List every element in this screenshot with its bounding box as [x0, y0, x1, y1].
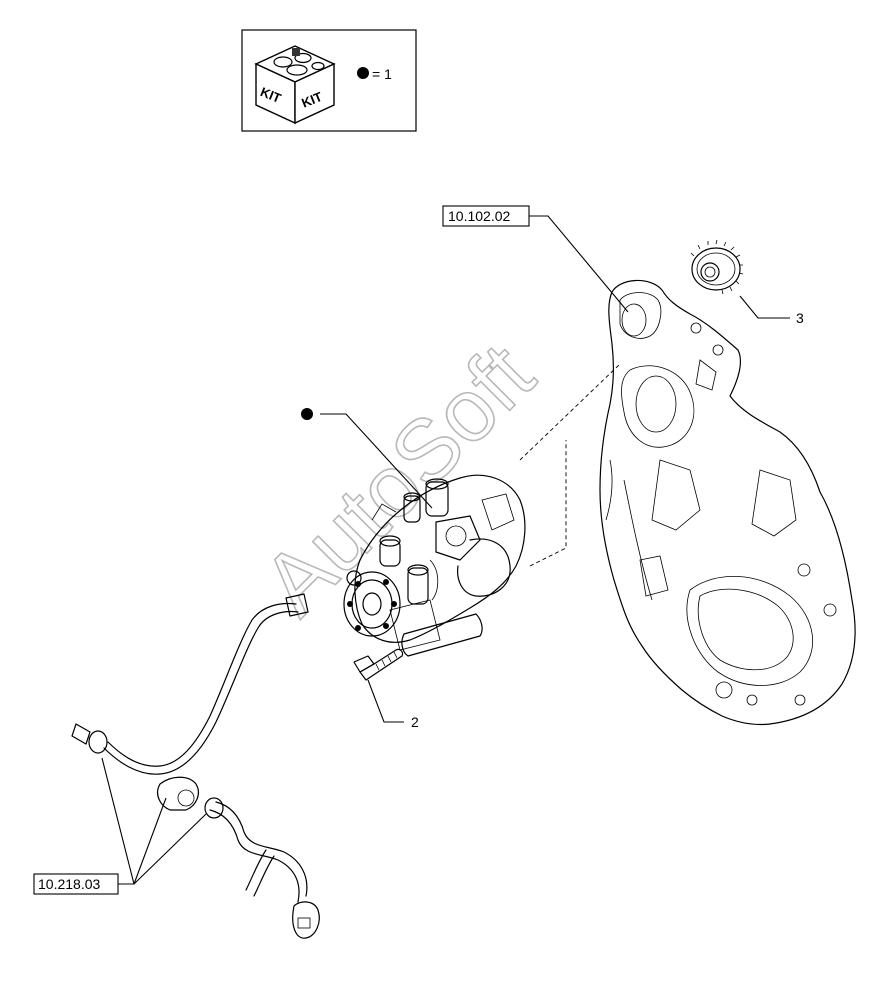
leader-ref-top: [529, 215, 629, 313]
kit-equals-text: = 1: [372, 66, 392, 82]
watermark: AutoSoft: [243, 325, 552, 634]
screw-part: [353, 648, 404, 681]
reference-10-102-02[interactable]: 10.102.02: [442, 205, 530, 227]
leader-ref-bottom-1: [101, 757, 135, 885]
kit-label-right: KIT: [299, 89, 324, 111]
leader-kit-dot: [320, 413, 433, 509]
kit-legend: KIT KIT = 1: [241, 29, 417, 132]
alignment-line-lower: [529, 440, 567, 567]
alignment-line-upper: [519, 363, 621, 461]
kit-box-icon: KIT KIT: [254, 45, 336, 125]
leader-ref-bottom-2: [133, 797, 167, 885]
callout-item-3: 3: [796, 310, 804, 326]
kit-marker-dot-icon: [357, 67, 369, 79]
leader-item-3: [739, 295, 790, 319]
injection-pump: [343, 474, 526, 657]
leader-item-2: [367, 679, 404, 723]
ref-top-label: 10.102.02: [448, 208, 510, 224]
fuel-pipes: [71, 593, 320, 939]
callout-item-2: 2: [411, 714, 419, 730]
leader-ref-bottom-3: [133, 813, 207, 885]
ref-bottom-label: 10.218.03: [38, 876, 100, 892]
timing-case-housing: [599, 279, 856, 726]
reference-10-218-03[interactable]: 10.218.03: [33, 873, 119, 895]
kit-label-left: KIT: [258, 84, 283, 106]
kit-dot-marker: [301, 408, 313, 420]
gear-part: [690, 239, 744, 295]
